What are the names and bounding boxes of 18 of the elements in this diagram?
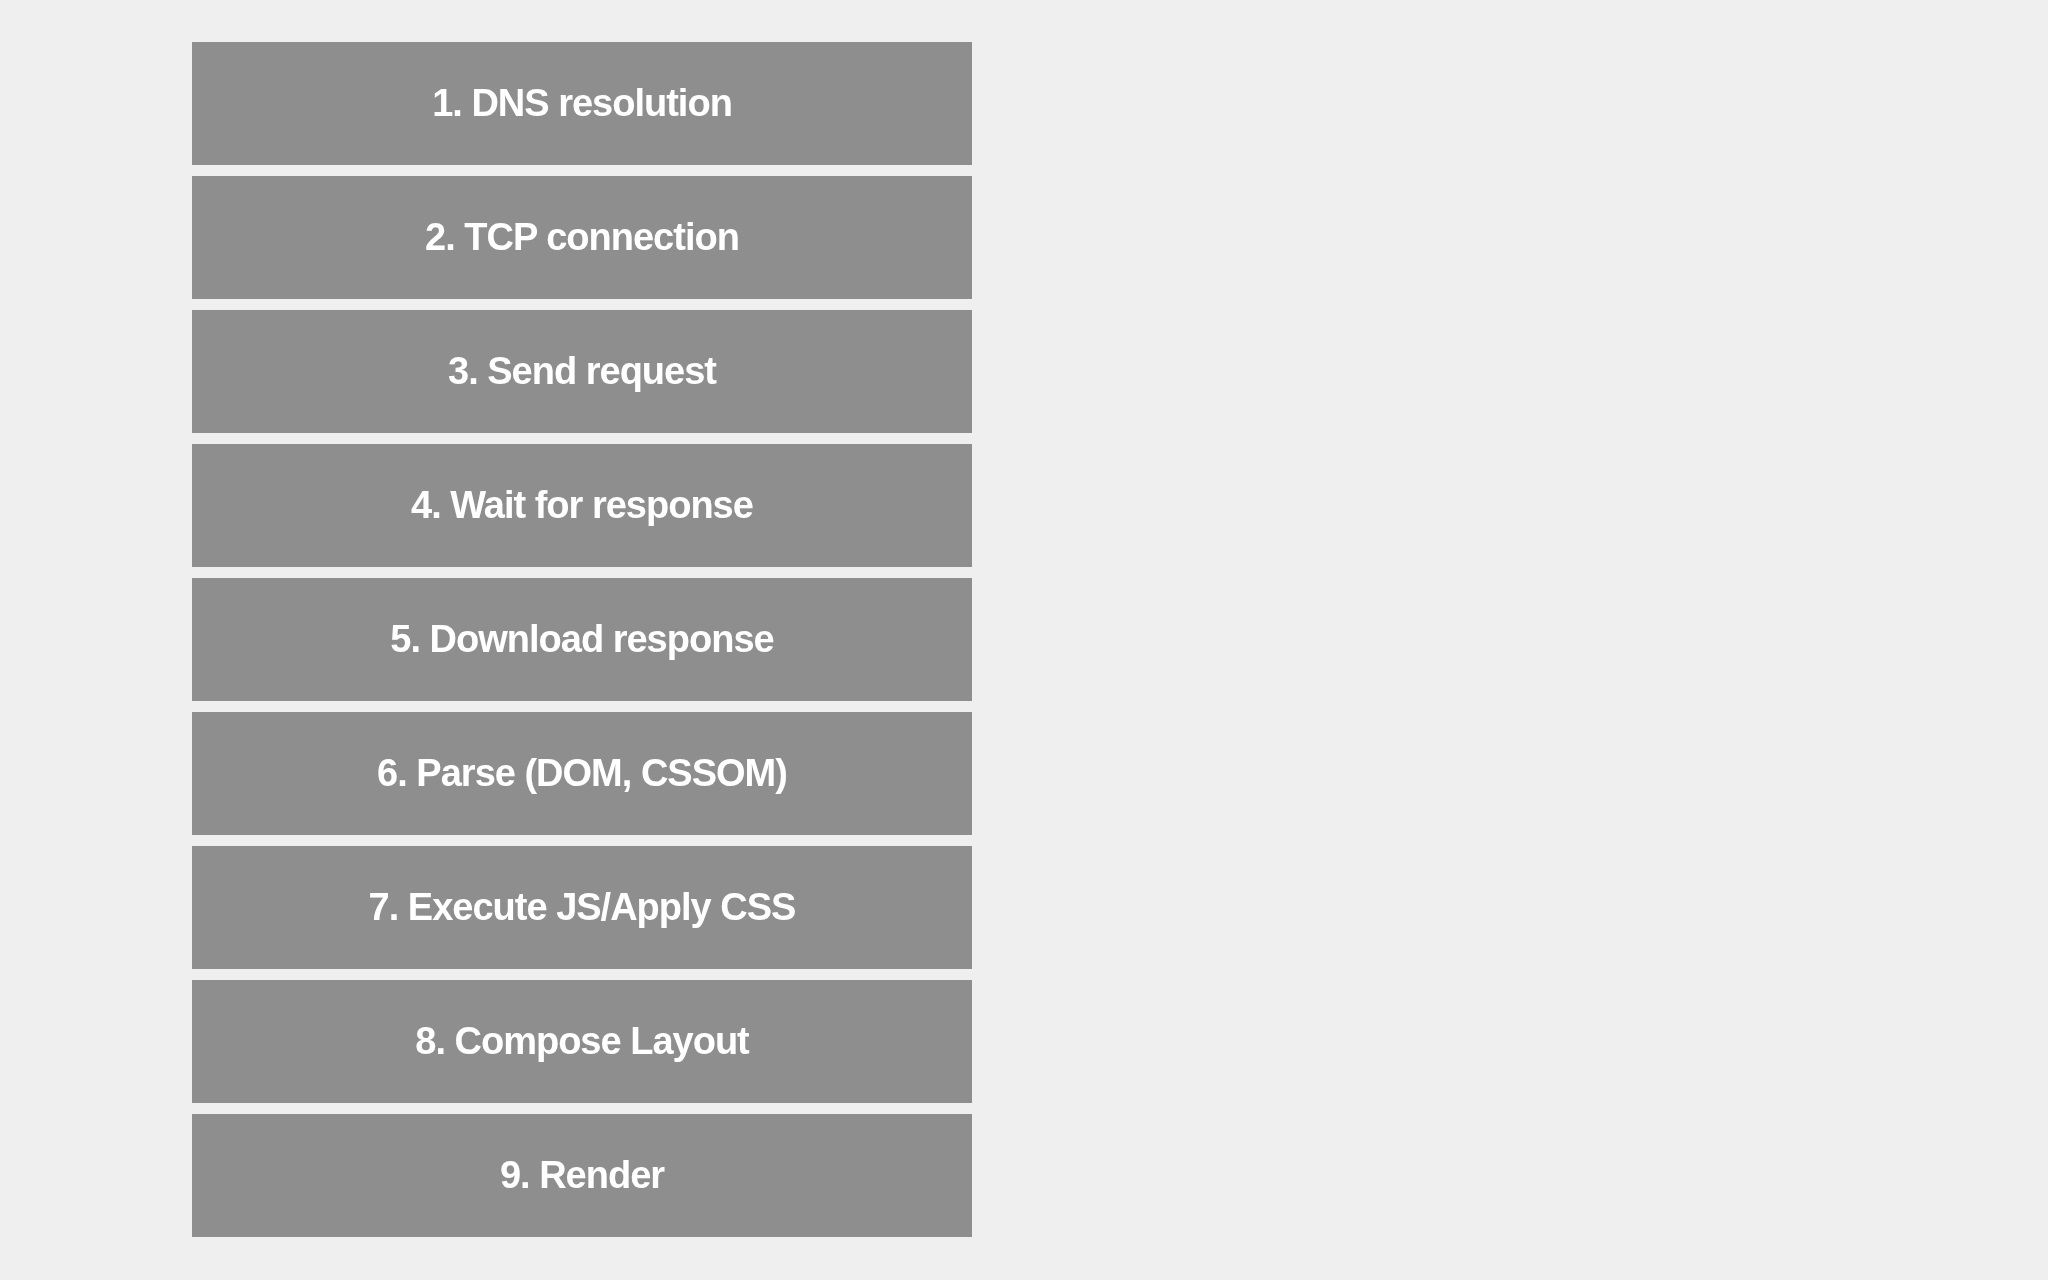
step-box <box>192 846 972 969</box>
step-label: 3. Send request <box>448 350 716 393</box>
step-label: 8. Compose Layout <box>415 1020 749 1063</box>
step-label: 1. DNS resolution <box>432 82 732 125</box>
step-label: 7. Execute JS/Apply CSS <box>368 886 796 929</box>
step-box <box>192 42 972 165</box>
step-label: 2. TCP connection <box>425 216 739 259</box>
step-label: 4. Wait for response <box>411 484 753 527</box>
step-box <box>192 444 972 567</box>
step-box <box>192 176 972 299</box>
step-box <box>192 578 972 701</box>
step-label: 5. Download response <box>390 618 774 661</box>
step-label: 6. Parse (DOM, CSSOM) <box>377 752 787 795</box>
step-box <box>192 1114 972 1237</box>
step-box <box>192 310 972 433</box>
step-label: 9. Render <box>499 1154 665 1197</box>
step-box <box>192 980 972 1103</box>
step-box <box>192 712 972 835</box>
